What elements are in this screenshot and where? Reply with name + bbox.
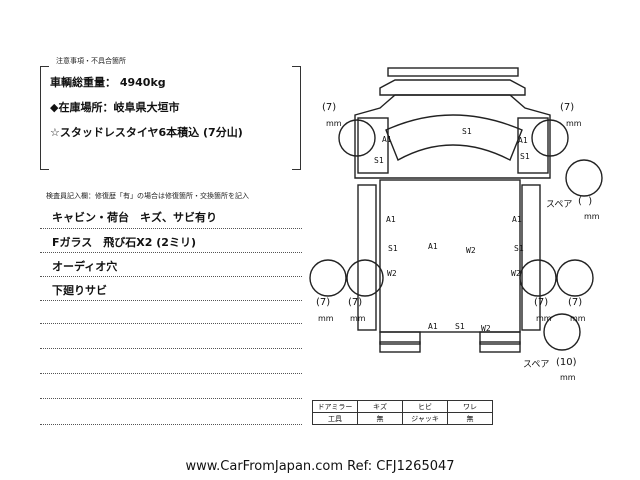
- tread-front-left-unit: mm: [326, 119, 342, 128]
- spare-label-2: スペア: [523, 360, 550, 370]
- mark-a1-rear: A1: [428, 322, 438, 331]
- tread-rear-left-2-unit: mm: [350, 314, 366, 323]
- table-row: 工具 無 ジャッキ 無: [312, 412, 493, 425]
- mark-w2-rear: W2: [481, 324, 491, 333]
- mark-w2-bed: W2: [466, 246, 476, 255]
- spare-tire-1: [565, 159, 603, 197]
- mark-s1-rear: S1: [455, 322, 465, 331]
- note-weight: 車輌総重量： 4940kg: [50, 76, 166, 89]
- table-cell: キズ: [357, 400, 403, 413]
- mark-a1-right-rail: A1: [512, 215, 522, 224]
- inspection-line-1: キャビン・荷台 キズ、サビ有り: [52, 211, 217, 224]
- rear-left-tire-outer: [309, 259, 347, 297]
- tread-spare-1: ( ): [578, 196, 593, 207]
- rear-bumper-right: [479, 341, 521, 353]
- separator: [40, 424, 302, 425]
- windshield: [385, 114, 523, 161]
- front-right-tire: [531, 119, 569, 157]
- rear-right-tire-inner: [519, 259, 557, 297]
- left-side-rail: [357, 184, 377, 331]
- tread-rear-left-2: (7): [348, 297, 363, 308]
- separator: [40, 348, 302, 349]
- mark-w2-right-rail: W2: [511, 269, 521, 278]
- table-cell: 無: [357, 412, 403, 425]
- mark-a1-bed: A1: [428, 242, 438, 251]
- tread-rear-left-1-unit: mm: [318, 314, 334, 323]
- tread-spare-1-value: [582, 196, 588, 207]
- footer-reference: www.CarFromJapan.com Ref: CFJ1265047: [185, 459, 455, 474]
- table-cell: 工具: [312, 412, 358, 425]
- table-cell: 無: [447, 412, 493, 425]
- tread-rear-right-1-value: 7: [537, 297, 545, 308]
- cab-roof-strip: [387, 67, 519, 77]
- tread-rear-right-1-unit: mm: [536, 314, 552, 323]
- bed-lower-right: [479, 331, 521, 345]
- table-cell: ジャッキ: [402, 412, 448, 425]
- tread-rear-right-1: (7): [534, 297, 549, 308]
- rear-bumper-left: [379, 341, 421, 353]
- equipment-table: ドアミラー キズ ヒビ ワレ 工具 無 ジャッキ 無: [312, 400, 493, 425]
- tread-front-right-value: 7: [563, 102, 571, 113]
- notes-bracket-right: [292, 66, 301, 170]
- separator: [40, 398, 302, 399]
- inspection-line-2: Fガラス 飛び石X2 (2ミリ): [52, 236, 196, 249]
- separator: [40, 228, 302, 229]
- table-cell: ドアミラー: [312, 400, 358, 413]
- separator: [40, 373, 302, 374]
- bed-outline: [379, 179, 521, 333]
- tread-rear-right-2-unit: mm: [570, 314, 586, 323]
- mark-s1-cab-right: S1: [520, 152, 530, 161]
- mark-a1-cab-right: A1: [518, 136, 528, 145]
- right-door-panel: [517, 117, 549, 174]
- tread-spare-2: (10): [556, 357, 577, 368]
- notes-bracket-left: [40, 66, 49, 170]
- tread-front-right: (7): [560, 102, 575, 113]
- tread-spare-2-value: 10: [559, 357, 573, 368]
- cab-top: [379, 79, 526, 96]
- tread-rear-left-1-value: 7: [319, 297, 327, 308]
- tread-front-right-unit: mm: [566, 119, 582, 128]
- tread-rear-right-2-value: 7: [571, 297, 579, 308]
- tread-front-left: (7): [322, 102, 337, 113]
- tread-spare-1-unit: mm: [584, 212, 600, 221]
- note-location: ◆在庫場所：岐阜県大垣市: [50, 101, 180, 114]
- tread-spare-2-unit: mm: [560, 373, 576, 382]
- rear-right-tire-outer: [556, 259, 594, 297]
- mark-s1-left-rail: S1: [388, 244, 398, 253]
- table-cell: ヒビ: [402, 400, 448, 413]
- cab-outline: [354, 94, 551, 179]
- inspection-line-4: 下廻りサビ: [52, 284, 107, 297]
- table-cell: ワレ: [447, 400, 493, 413]
- mark-a1-left-rail: A1: [386, 215, 396, 224]
- separator: [40, 323, 302, 324]
- spare-label-1: スペア: [546, 200, 573, 210]
- mark-w2-left-rail: W2: [387, 269, 397, 278]
- tread-front-left-value: 7: [325, 102, 333, 113]
- mark-a1-cab-left: A1: [382, 135, 392, 144]
- right-side-rail: [521, 184, 541, 331]
- tread-rear-left-1: (7): [316, 297, 331, 308]
- left-door-panel: [357, 117, 389, 174]
- bed-lower-left: [379, 331, 421, 345]
- separator: [40, 300, 302, 301]
- mark-s1-cab-center: S1: [462, 127, 472, 136]
- note-tires: ☆スタッドレスタイヤ6本積込 (7分山): [50, 126, 243, 139]
- spare-tire-2: [543, 313, 581, 351]
- front-left-tire: [338, 119, 376, 157]
- tread-rear-right-2: (7): [568, 297, 583, 308]
- inspection-header: 検査員記入欄：修復歴「有」の場合は修復箇所・交換箇所を記入: [46, 192, 249, 200]
- notes-header: 注意事項・不具合箇所: [56, 57, 126, 65]
- rear-left-tire-inner: [346, 259, 384, 297]
- table-row: ドアミラー キズ ヒビ ワレ: [312, 400, 493, 413]
- tread-rear-left-2-value: 7: [351, 297, 359, 308]
- separator: [40, 276, 302, 277]
- mark-s1-right-rail: S1: [514, 244, 524, 253]
- truck-diagram: [309, 67, 603, 353]
- mark-s1-cab-left: S1: [374, 156, 384, 165]
- inspection-line-3: オーディオ穴: [52, 260, 118, 273]
- separator: [40, 252, 302, 253]
